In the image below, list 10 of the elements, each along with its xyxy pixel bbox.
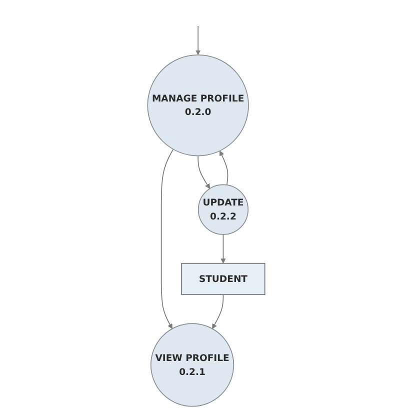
- node-box: STUDENT: [180, 262, 266, 296]
- arrow: [195, 26, 200, 56]
- node-circle: VIEW PROFILE 0.2.1: [150, 323, 234, 407]
- arrow: [220, 234, 226, 264]
- arrow: [219, 150, 228, 186]
- node-circle: UPDATE 0.2.2: [198, 184, 248, 235]
- arrow: [197, 155, 210, 189]
- arrow: [160, 148, 174, 329]
- node-circle: MANAGE PROFILE 0.2.0: [146, 54, 249, 156]
- arrow: [212, 294, 224, 329]
